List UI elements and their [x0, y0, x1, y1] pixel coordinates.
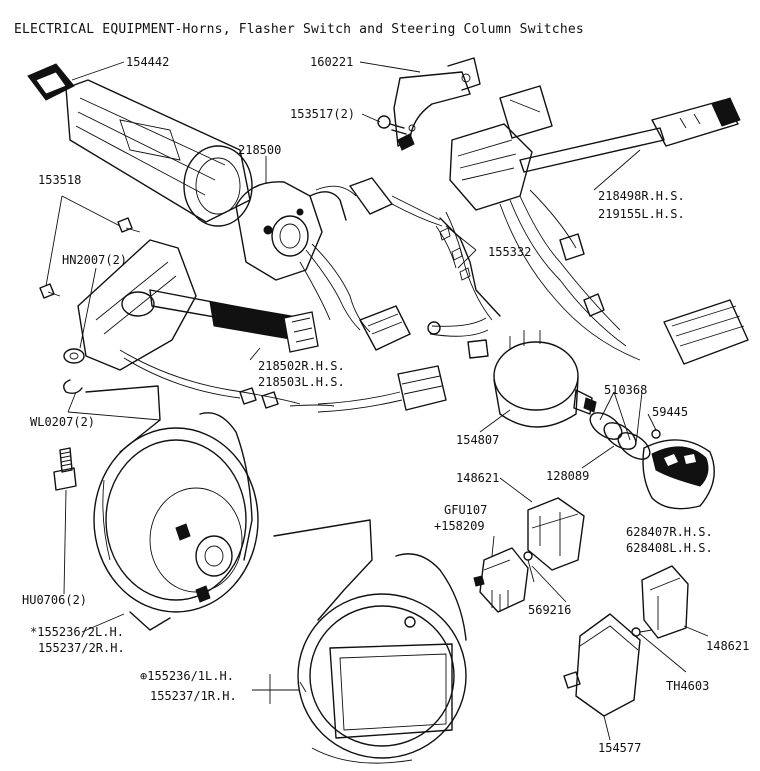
label-218498: 218498R.H.S.: [598, 189, 685, 203]
knob-628407: [642, 429, 715, 510]
label-154807: 154807: [456, 433, 499, 447]
flasher-switch-154807: [493, 330, 597, 428]
label-148621-lower: 148621: [706, 639, 749, 653]
label-hu0706: HU0706(2): [22, 593, 87, 607]
label-th4603: TH4603: [666, 679, 709, 693]
label-628408: 628408L.H.S.: [626, 541, 713, 555]
steering-column-shroud: [65, 79, 253, 227]
label-wl0207: WL0207(2): [30, 415, 95, 429]
label-628407: 628407R.H.S.: [626, 525, 713, 539]
connector-plug: [317, 365, 447, 413]
label-155237-1: 155237/1R.H.: [150, 689, 237, 703]
leader-lines: [45, 61, 709, 741]
wiring-harness: [299, 177, 501, 359]
switch-lever-218498: [449, 85, 749, 365]
horn-155237-1: [273, 519, 467, 764]
switch-lever-218502: [77, 239, 335, 409]
label-155236-1: ⊕155236/1L.H.: [140, 669, 234, 683]
label-218502: 218502R.H.S.: [258, 359, 345, 373]
bracket-148621-lower: [641, 565, 689, 639]
label-154442: 154442: [126, 55, 169, 69]
label-hn2007: HN2007(2): [62, 253, 127, 267]
bracket-148621-upper: [527, 497, 585, 571]
relay-154577: [563, 613, 641, 717]
label-218500: 218500: [238, 143, 281, 157]
washer-wl0207: [63, 379, 83, 395]
screws-153518: [39, 217, 141, 299]
spacers-510368: [589, 412, 651, 460]
bracket-160221: [393, 57, 481, 147]
label-59445: 59445: [652, 405, 688, 419]
label-155332: 155332: [488, 245, 531, 259]
label-155237-2: 155237/2R.H.: [38, 641, 125, 655]
part-labels: 154442 160221 153517(2) 218500 153518 21…: [22, 55, 749, 755]
horn-push-pad: [27, 63, 75, 101]
label-158209: +158209: [434, 519, 485, 533]
label-gfu107: GFU107: [444, 503, 487, 517]
diagram-title: ELECTRICAL EQUIPMENT-Horns, Flasher Swit…: [14, 22, 584, 37]
switch-housing-218500: [235, 181, 347, 281]
horn-155237-2: [85, 385, 259, 631]
label-160221: 160221: [310, 55, 353, 69]
relay-gfu107: [473, 547, 529, 613]
label-128089: 128089: [546, 469, 589, 483]
bolt-hu0706: [53, 447, 77, 491]
label-569216: 569216: [528, 603, 571, 617]
label-219155: 219155L.H.S.: [598, 207, 685, 221]
label-510368: 510368: [604, 383, 647, 397]
label-153518: 153518: [38, 173, 81, 187]
label-155236-2: *155236/2L.H.: [30, 625, 124, 639]
label-148621-upper: 148621: [456, 471, 499, 485]
label-154577: 154577: [598, 741, 641, 755]
label-153517: 153517(2): [290, 107, 355, 121]
label-218503: 218503L.H.S.: [258, 375, 345, 389]
screw-153517: [377, 115, 415, 151]
nut-hn2007: [63, 348, 85, 364]
screw-569216: [523, 551, 535, 583]
